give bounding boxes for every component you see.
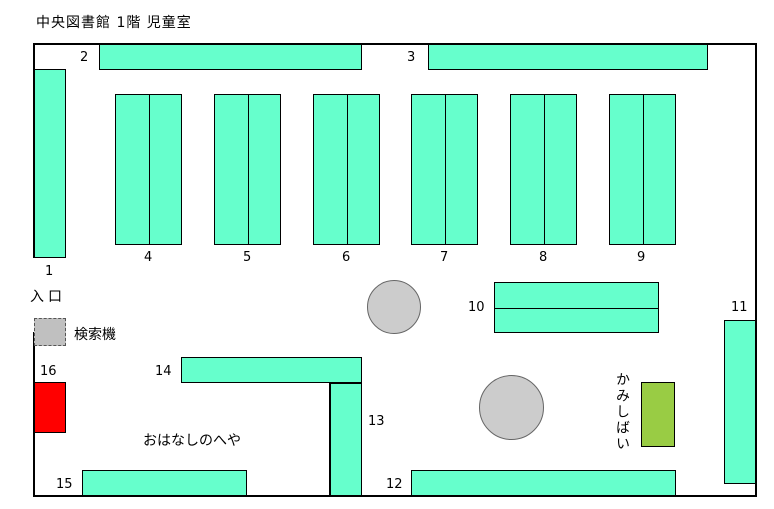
shelf-16-label: 16 [40, 364, 57, 379]
shelf-7[interactable] [411, 94, 478, 245]
shelf-13[interactable] [330, 383, 362, 496]
shelf-16[interactable] [34, 382, 66, 433]
page-title: 中央図書館 1階 児童室 [36, 15, 192, 31]
shelf-10-label: 10 [468, 300, 485, 315]
shelf-5[interactable] [214, 94, 281, 245]
shelf-divider [247, 95, 249, 244]
shelf-12-label: 12 [386, 477, 403, 492]
shelf-13-label: 13 [368, 414, 385, 429]
shelf-6[interactable] [313, 94, 380, 245]
shelf-11-label: 11 [731, 300, 748, 315]
round-table [479, 375, 544, 440]
shelf-12[interactable] [411, 470, 676, 496]
shelf-divider [346, 95, 348, 244]
shelf-1-label: 1 [45, 264, 54, 279]
wall-top [33, 43, 755, 45]
shelf-7-label: 7 [440, 250, 449, 265]
storytelling-room-label: おはなしのへや [143, 433, 241, 449]
shelf-divider [148, 95, 150, 244]
shelf-2[interactable] [99, 44, 362, 70]
shelf-3[interactable] [428, 44, 708, 70]
search-machine[interactable] [34, 318, 66, 346]
search-machine-label: 検索機 [74, 327, 116, 343]
shelf-4[interactable] [115, 94, 182, 245]
wall-bottom [33, 495, 757, 497]
kamishibai-label: かみしばい [614, 372, 630, 452]
shelf-1[interactable] [34, 69, 66, 258]
kamishibai-stage[interactable] [641, 382, 675, 447]
shelf-divider [444, 95, 446, 244]
shelf-4-label: 4 [144, 250, 153, 265]
shelf-9[interactable] [609, 94, 676, 245]
shelf-15-label: 15 [56, 477, 73, 492]
shelf-15[interactable] [82, 470, 247, 496]
shelf-divider [495, 307, 658, 309]
shelf-14[interactable] [181, 357, 362, 383]
shelf-6-label: 6 [342, 250, 351, 265]
shelf-11[interactable] [724, 320, 756, 484]
shelf-10[interactable] [494, 282, 659, 333]
shelf-8[interactable] [510, 94, 577, 245]
shelf-divider [642, 95, 644, 244]
shelf-14-label: 14 [155, 364, 172, 379]
entrance-label: 入口 [30, 289, 66, 305]
shelf-9-label: 9 [637, 250, 646, 265]
round-table [367, 280, 421, 334]
wall-right [755, 43, 757, 496]
shelf-divider [543, 95, 545, 244]
shelf-5-label: 5 [243, 250, 252, 265]
shelf-8-label: 8 [539, 250, 548, 265]
shelf-3-label: 3 [407, 50, 416, 65]
shelf-2-label: 2 [80, 50, 89, 65]
